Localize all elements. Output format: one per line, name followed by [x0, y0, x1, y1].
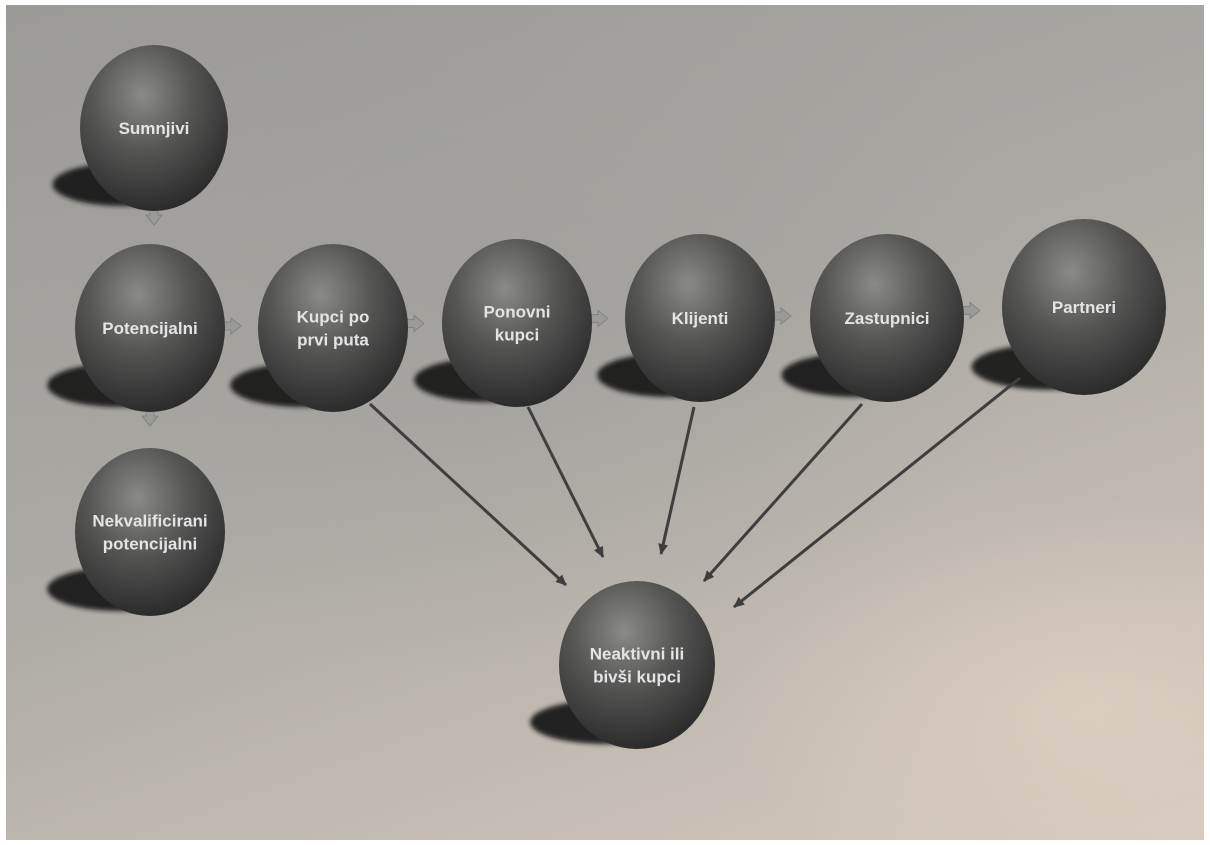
disqualified-label-line: Nekvalificirani: [92, 512, 207, 531]
arrow-repeat-to-inactive: [526, 406, 605, 558]
first-time-sphere: [258, 244, 408, 412]
repeat-label-line: Ponovni: [483, 303, 550, 322]
partners-sphere: [1002, 219, 1166, 395]
repeat-sphere: [442, 239, 592, 407]
suspects-label-line: Sumnjivi: [119, 119, 190, 138]
partners-label: Partneri: [1052, 298, 1116, 317]
arrow-advocates-to-inactive: [702, 403, 864, 582]
arrow-partners-to-inactive: [733, 376, 1021, 609]
inactive-label: Neaktivni ili bivši kupci: [590, 645, 684, 687]
clients-sphere: [625, 234, 775, 402]
arrow-first-time-to-inactive: [368, 402, 568, 587]
disqualified-label: Nekvalificirani potencijalni: [92, 512, 207, 554]
inactive-label-line: bivši kupci: [593, 668, 681, 687]
inactive-label-line: Neaktivni ili: [590, 645, 684, 664]
suspects-label: Sumnjivi: [119, 119, 190, 138]
advocates-label: Zastupnici: [844, 309, 929, 328]
suspects-sphere: [80, 45, 228, 211]
advocates-label-line: Zastupnici: [844, 309, 929, 328]
partners-label-line: Partneri: [1052, 298, 1116, 317]
first-time-label-line: prvi puta: [297, 331, 369, 350]
exit-arrows: [368, 376, 1021, 609]
repeat-label-line: kupci: [495, 326, 539, 345]
prospects-label-line: Potencijalni: [102, 319, 197, 338]
clients-label: Klijenti: [672, 309, 729, 328]
clients-label-line: Klijenti: [672, 309, 729, 328]
disqualified-sphere: [75, 448, 225, 616]
first-time-label: Kupci po prvi puta: [297, 308, 370, 350]
arrow-clients-to-inactive: [658, 406, 696, 555]
first-time-label-line: Kupci po: [297, 308, 370, 327]
prospects-label: Potencijalni: [102, 319, 197, 338]
disqualified-label-line: potencijalni: [103, 535, 197, 554]
advocates-sphere: [810, 234, 964, 402]
repeat-label: Ponovni kupci: [483, 303, 550, 345]
inactive-sphere: [559, 581, 715, 749]
spheres: [75, 45, 1166, 749]
prospects-sphere: [75, 244, 225, 412]
